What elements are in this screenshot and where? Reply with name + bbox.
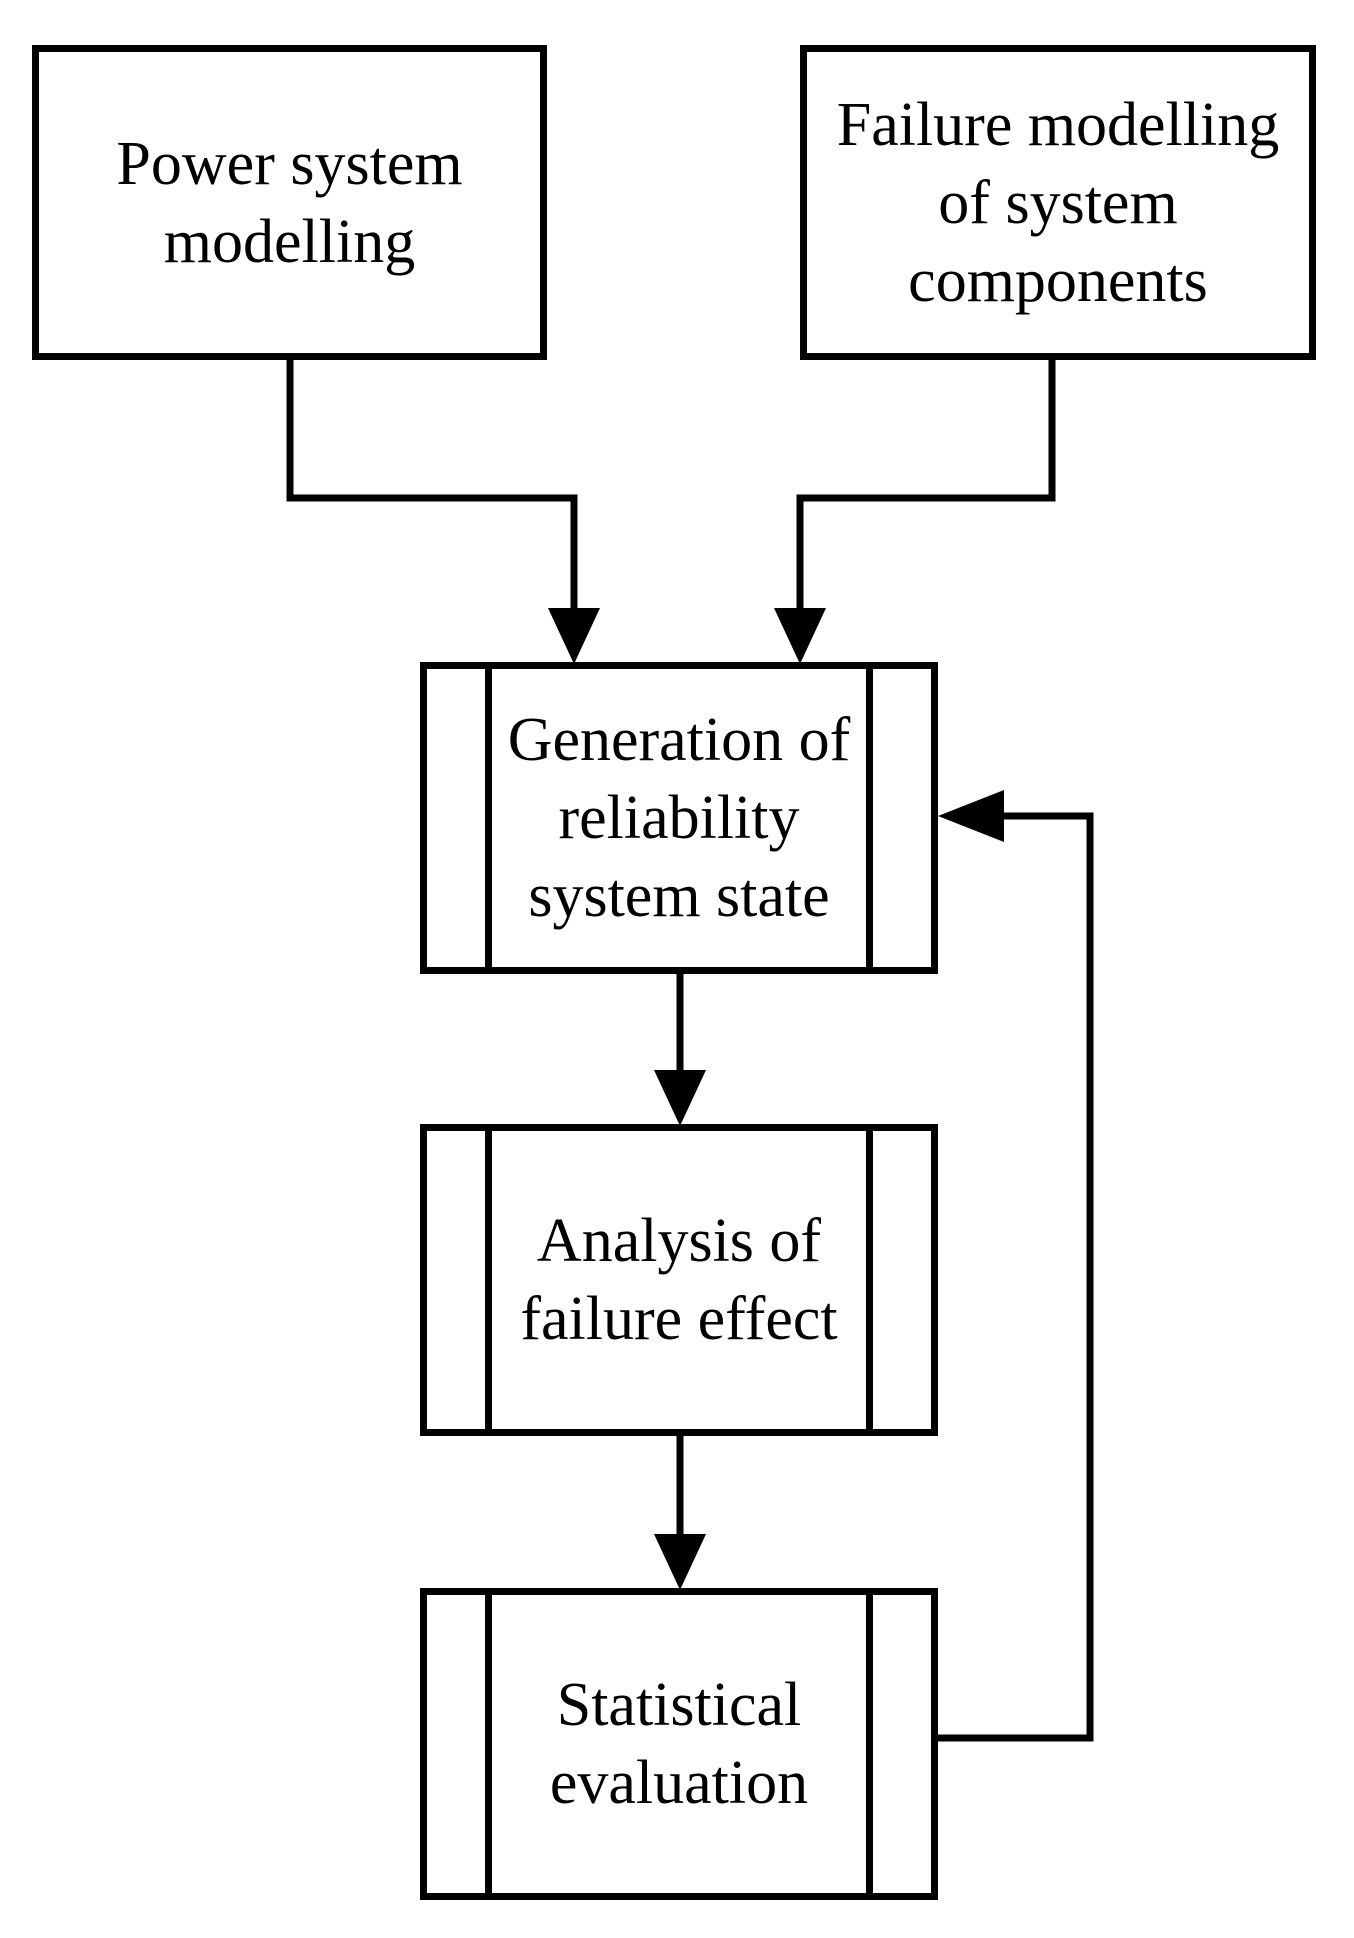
node-label-line: system state [528,862,830,930]
arrowhead-statistical-to-generation [938,790,1004,842]
node-label-line: reliability [558,784,800,852]
node-label-line: failure effect [520,1285,838,1353]
node-label: Analysis of failure effect [520,1202,837,1358]
node-label: Failure modelling of system components [837,86,1280,320]
node-label-line: evaluation [549,1749,809,1817]
edge-failure-to-generation [796,357,1056,612]
arrowhead-failure-to-generation [774,608,826,664]
node-analysis-of-failure-effect: Analysis of failure effect [420,1124,938,1436]
node-label-line: Failure modelling [836,90,1280,159]
node-label: Statistical evaluation [550,1666,808,1822]
node-label: Power system modelling [116,125,462,281]
node-label-line: Statistical [556,1671,802,1739]
node-failure-modelling: Failure modelling of system components [800,45,1316,360]
arrowhead-analysis-to-statistical [654,1534,706,1590]
node-label-line: Generation of [507,706,851,774]
node-label: Generation of reliability system state [508,701,851,935]
arrowhead-power-to-generation [548,608,600,664]
node-power-system-modelling: Power system modelling [32,45,547,360]
node-label-line: Analysis of [536,1207,822,1275]
node-label-line: Power system [116,129,463,198]
node-label-line: of system [938,168,1178,237]
edge-power-to-generation [286,357,578,612]
arrowhead-generation-to-analysis [654,1070,706,1126]
node-generation-of-reliability-system-state: Generation of reliability system state [420,662,938,974]
node-statistical-evaluation: Statistical evaluation [420,1588,938,1900]
node-label-line: components [908,246,1208,315]
edge-statistical-to-generation [935,812,1094,1742]
node-label-line: modelling [163,207,416,276]
